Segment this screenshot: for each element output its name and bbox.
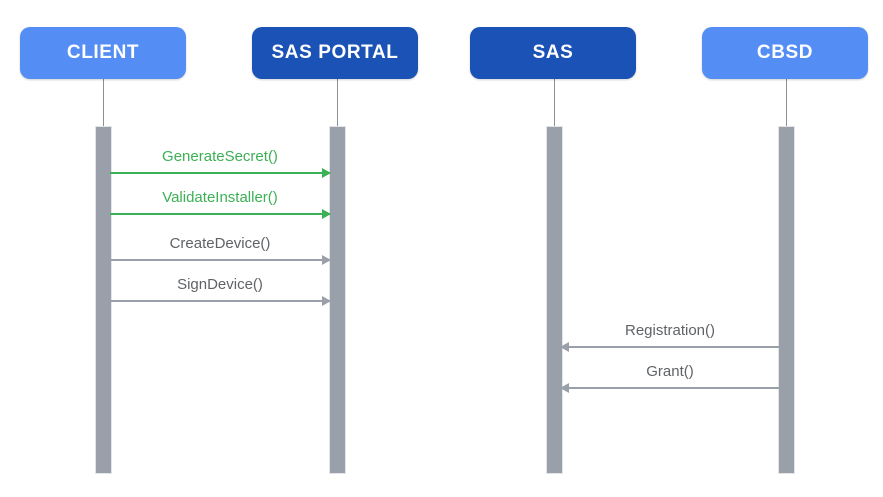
actor-box-client[interactable]: CLIENT [20,27,186,79]
lifeline-cbsd [786,79,787,127]
activation-bar-cbsd [778,126,795,474]
actor-label-sas: SAS [532,42,574,63]
message-line-registration [561,346,779,348]
actor-box-sas[interactable]: SAS [470,27,636,79]
message-line-grant [561,387,779,389]
arrow-head-right-icon [322,296,331,306]
message-label-validate-installer: ValidateInstaller() [162,189,278,206]
arrow-head-left-icon [560,342,569,352]
arrow-head-right-icon [322,209,331,219]
activation-bar-sas-portal [329,126,346,474]
arrow-head-right-icon [322,255,331,265]
arrow-head-right-icon [322,168,331,178]
message-label-registration: Registration() [624,322,716,339]
lifeline-sas [554,79,555,127]
message-line-create-device [110,259,330,261]
message-line-validate-installer [110,213,330,215]
message-line-sign-device [110,300,330,302]
actor-box-cbsd[interactable]: CBSD [702,27,868,79]
message-line-generate-secret [110,172,330,174]
message-label-grant: Grant() [646,363,694,380]
message-label-sign-device: SignDevice() [177,276,263,293]
actor-box-sas-portal[interactable]: SAS PORTAL [252,27,418,79]
message-label-generate-secret: GenerateSecret() [162,148,278,165]
actor-label-sas-portal: SAS PORTAL [271,42,399,63]
activation-bar-sas [546,126,563,474]
lifeline-client [103,79,104,127]
message-label-create-device: CreateDevice() [169,235,271,252]
actor-label-client: CLIENT [66,42,140,63]
arrow-head-left-icon [560,383,569,393]
actor-label-cbsd: CBSD [756,42,814,63]
lifeline-sas-portal [337,79,338,127]
